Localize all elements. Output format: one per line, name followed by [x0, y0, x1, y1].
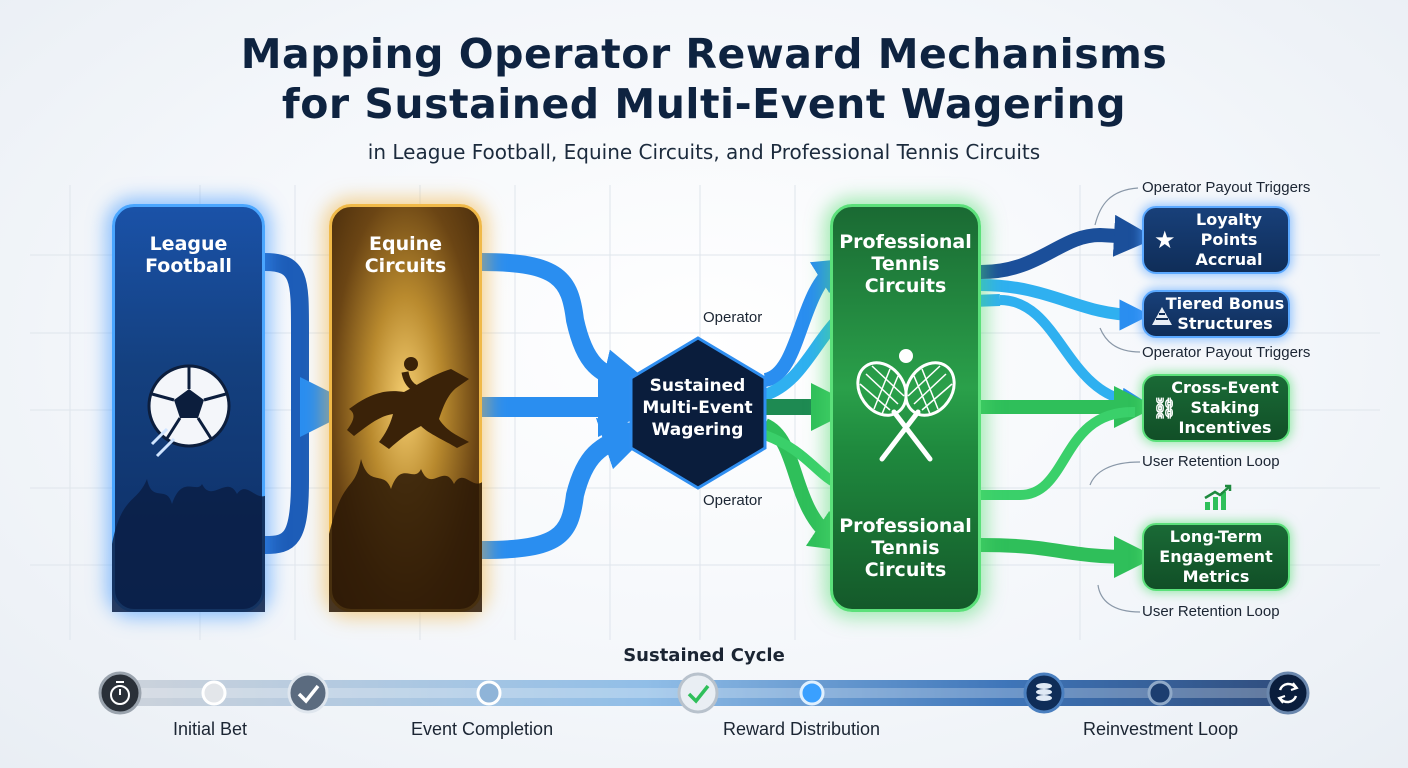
growth-chart-icon — [1204, 484, 1232, 510]
title-line-2: for Sustained Multi-Event Wagering — [281, 80, 1127, 128]
retention-loop-mid: User Retention Loop — [1142, 453, 1280, 470]
title-line-1: Mapping Operator Reward Mechanisms — [240, 30, 1168, 78]
payout-triggers-top: Operator Payout Triggers — [1142, 179, 1311, 196]
professional-tennis-column: Professional Tennis Circuits Professiona… — [830, 204, 981, 612]
racehorse-icon — [329, 357, 482, 612]
equine-circuits-column: Equine Circuits — [329, 204, 482, 612]
football-connectors — [255, 253, 360, 554]
loyalty-label-2: Points — [1200, 230, 1258, 249]
star-icon: ★ — [1154, 226, 1176, 254]
hub-label: Sustained Multi-Event Wagering — [630, 375, 765, 441]
retention-loop-bottom: User Retention Loop — [1142, 603, 1280, 620]
hub-bottom-note: Operator — [703, 492, 763, 509]
outcome-cross-event: ⛓ Cross-Event Staking Incentives — [1142, 374, 1290, 442]
timeline-stage-reinvestment-loop: Reinvestment Loop — [1083, 719, 1239, 739]
engagement-label-1: Long-Term — [1169, 527, 1263, 546]
tiered-label-2: Structures — [1177, 314, 1273, 333]
cross-event-label-3: Incentives — [1178, 418, 1272, 437]
engagement-label-2: Engagement — [1159, 547, 1273, 566]
subtitle: in League Football, Equine Circuits, and… — [367, 140, 1041, 164]
equine-label-1: Equine — [368, 233, 443, 255]
soccer-ball-icon — [112, 364, 265, 612]
timeline — [105, 680, 1305, 706]
football-label-1: League — [149, 233, 228, 255]
tiered-label-1: Tiered Bonus — [1165, 294, 1285, 313]
cross-event-label-2: Staking — [1190, 398, 1260, 417]
hub-label-1: Sustained — [649, 376, 746, 396]
equine-connectors — [481, 253, 658, 559]
equine-label-2: Circuits — [364, 255, 447, 277]
chain-link-icon: ⛓ — [1152, 396, 1178, 420]
tennis-bottom-label-3: Circuits — [864, 559, 947, 581]
tennis-top-label-3: Circuits — [864, 275, 947, 297]
outcome-tiered-bonus: Tiered Bonus Structures — [1142, 290, 1290, 338]
outcome-connectors — [980, 214, 1156, 578]
timeline-stage-event-completion: Event Completion — [411, 719, 554, 739]
hub-hexagon — [629, 336, 767, 490]
tennis-bottom-label-2: Tennis — [871, 537, 940, 559]
hub-top-note: Operator — [703, 309, 763, 326]
timeline-stage-initial-bet: Initial Bet — [173, 719, 248, 739]
tennis-rackets-icon — [856, 349, 956, 462]
league-football-column: League Football — [112, 204, 265, 612]
tennis-top-label-2: Tennis — [871, 253, 940, 275]
timeline-stage-reward-distribution: Reward Distribution — [723, 719, 881, 739]
pyramid-icon — [1152, 307, 1172, 325]
outcome-loyalty-points: ★ Loyalty Points Accrual — [1142, 206, 1290, 274]
outcome-long-term-engagement: Long-Term Engagement Metrics — [1142, 523, 1290, 591]
cross-event-label-1: Cross-Event — [1171, 378, 1279, 397]
hub-label-3: Wagering — [651, 420, 744, 440]
engagement-label-3: Metrics — [1182, 567, 1250, 586]
annotation-brackets — [1089, 187, 1141, 613]
loyalty-label-1: Loyalty — [1196, 210, 1262, 229]
hub-label-2: Multi-Event — [642, 398, 753, 418]
tennis-top-label-1: Professional — [839, 231, 972, 253]
football-label-2: Football — [145, 255, 232, 277]
payout-triggers-mid: Operator Payout Triggers — [1142, 344, 1311, 361]
loyalty-label-3: Accrual — [1195, 250, 1263, 269]
timeline-title: Sustained Cycle — [623, 645, 785, 666]
tennis-bottom-label-1: Professional — [839, 515, 972, 537]
